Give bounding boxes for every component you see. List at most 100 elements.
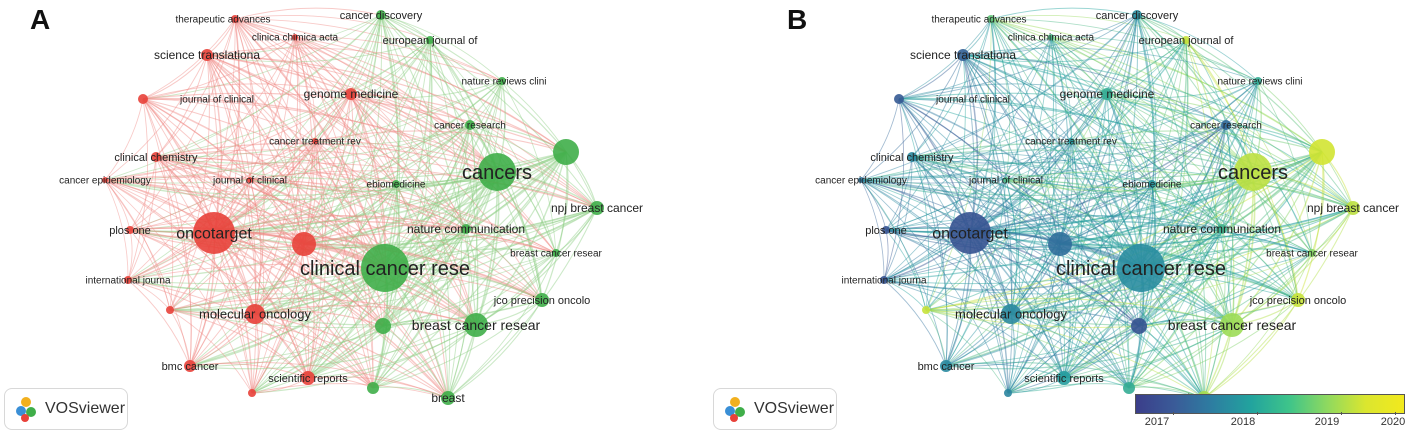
node-bcr-big[interactable]	[464, 313, 488, 337]
node-clin-chim[interactable]	[1048, 34, 1054, 40]
node-label-genome-med: genome medicine	[304, 87, 399, 101]
edge	[206, 54, 467, 230]
node-clin-chem[interactable]	[907, 152, 917, 162]
edge	[1007, 14, 1138, 394]
node-eur-journal[interactable]	[426, 36, 434, 44]
edge	[314, 130, 567, 153]
edge	[475, 151, 567, 326]
node-oncotarget[interactable]	[193, 212, 235, 254]
edge	[1070, 124, 1227, 145]
node-sci-transl[interactable]	[957, 49, 969, 61]
node-jclin2[interactable]	[1003, 177, 1009, 183]
edge	[249, 172, 397, 185]
node-plos[interactable]	[126, 226, 134, 234]
node-cancer-research[interactable]	[465, 120, 475, 130]
edge	[898, 98, 1065, 379]
node-unlabeled-y[interactable]	[166, 306, 174, 314]
node-clin-chem[interactable]	[151, 152, 161, 162]
node-cancers[interactable]	[478, 153, 516, 191]
node-jco-po[interactable]	[535, 293, 549, 307]
edge	[1050, 36, 1079, 379]
node-unlabeled-y[interactable]	[922, 306, 930, 314]
node-unlabeled-r[interactable]	[292, 232, 316, 256]
node-cancer-treat[interactable]	[1068, 138, 1074, 144]
node-eur-journal[interactable]	[1182, 36, 1190, 44]
node-bcr-big[interactable]	[1220, 313, 1244, 337]
node-jclin1[interactable]	[138, 94, 148, 104]
node-therapeutic[interactable]	[231, 15, 239, 23]
edge	[206, 54, 598, 209]
node-cancer-discovery[interactable]	[376, 10, 386, 20]
node-unlabeled-p[interactable]	[1131, 318, 1147, 334]
node-jclin1[interactable]	[894, 94, 904, 104]
node-npj[interactable]	[1346, 201, 1360, 215]
node-intl[interactable]	[880, 276, 888, 284]
node-sci-rep[interactable]	[301, 371, 315, 385]
node-unlabeled-g[interactable]	[1309, 139, 1335, 165]
node-nat-rev-clin[interactable]	[1254, 77, 1262, 85]
edge	[1059, 39, 1187, 245]
node-clin-cancer-res[interactable]	[1117, 244, 1165, 292]
node-nat-comm[interactable]	[1217, 224, 1227, 234]
edge	[1059, 243, 1071, 379]
node-clin-chim[interactable]	[292, 34, 298, 40]
edge	[429, 39, 471, 126]
edge	[860, 14, 1138, 181]
edge	[169, 252, 557, 314]
node-plos[interactable]	[882, 226, 890, 234]
edge	[1128, 80, 1259, 389]
node-genome-med[interactable]	[1101, 88, 1113, 100]
node-therapeutic[interactable]	[987, 15, 995, 23]
edge	[962, 54, 1205, 399]
node-ebiomed[interactable]	[392, 180, 400, 188]
node-cancer-research[interactable]	[1221, 120, 1231, 130]
edge	[350, 93, 598, 209]
node-cancers[interactable]	[1234, 153, 1272, 191]
edge	[213, 93, 352, 234]
node-unlabeled-g2[interactable]	[1123, 382, 1135, 394]
edge	[127, 252, 557, 295]
node-unlabeled-b[interactable]	[1004, 389, 1012, 397]
node-jco-po[interactable]	[1291, 293, 1305, 307]
node-oncotarget[interactable]	[949, 212, 991, 254]
edge	[1005, 179, 1313, 254]
edge	[898, 98, 930, 311]
colorbar-tick-2019: 2019	[1314, 416, 1340, 428]
edge	[429, 39, 479, 326]
node-sci-transl[interactable]	[201, 49, 213, 61]
edge	[303, 14, 382, 245]
node-bmc[interactable]	[940, 360, 952, 372]
node-sci-rep[interactable]	[1057, 371, 1071, 385]
node-nat-rev-clin[interactable]	[498, 77, 506, 85]
node-cancer-epi[interactable]	[858, 177, 864, 183]
node-cancer-discovery[interactable]	[1132, 10, 1142, 20]
node-ebiomed[interactable]	[1148, 180, 1156, 188]
node-npj[interactable]	[590, 201, 604, 215]
node-cancer-treat[interactable]	[312, 138, 318, 144]
node-unlabeled-p[interactable]	[375, 318, 391, 334]
edge	[206, 54, 498, 173]
edge	[254, 310, 384, 327]
node-clin-cancer-res[interactable]	[361, 244, 409, 292]
node-unlabeled-g2[interactable]	[367, 382, 379, 394]
node-mol-onc[interactable]	[245, 304, 265, 324]
node-unlabeled-r[interactable]	[1048, 232, 1072, 256]
edge	[1140, 39, 1188, 269]
edge	[1007, 39, 1187, 394]
node-jclin2[interactable]	[247, 177, 253, 183]
edge	[104, 179, 543, 301]
node-bcr-small[interactable]	[1308, 249, 1316, 257]
node-breast[interactable]	[441, 391, 455, 405]
node-label-cancer-epi: cancer epidemiology	[59, 176, 151, 187]
node-unlabeled-b[interactable]	[248, 389, 256, 397]
node-genome-med[interactable]	[345, 88, 357, 100]
edge	[885, 229, 1140, 327]
node-unlabeled-g[interactable]	[553, 139, 579, 165]
node-bcr-small[interactable]	[552, 249, 560, 257]
node-intl[interactable]	[124, 276, 132, 284]
edge	[155, 156, 309, 379]
node-cancer-epi[interactable]	[102, 177, 108, 183]
node-nat-comm[interactable]	[461, 224, 471, 234]
node-mol-onc[interactable]	[1001, 304, 1021, 324]
node-bmc[interactable]	[184, 360, 196, 372]
